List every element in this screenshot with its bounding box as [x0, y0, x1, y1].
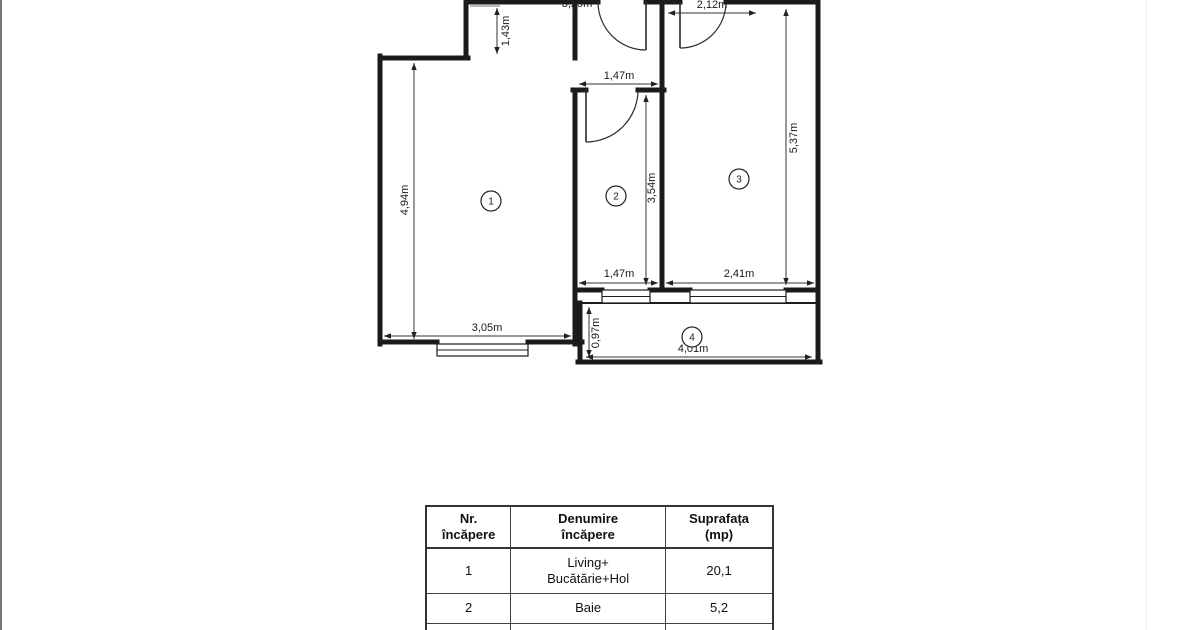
dim-hall-width: 1,47m [604, 70, 635, 82]
room-4-circle [681, 326, 703, 348]
room-markers: 1 2 3 4 [480, 168, 750, 348]
dim-room2-height: 3,54m [646, 173, 658, 204]
room-2-circle [605, 185, 627, 207]
table-row: 3 Dormitor 12,5 [425, 623, 774, 630]
dim-top-right: 2,12m [697, 0, 728, 11]
cell-area: 5,2 [665, 593, 774, 624]
windows [436, 289, 787, 357]
page-left-border [0, 0, 2, 630]
dim-notch-height: 1,43m [500, 16, 512, 47]
dimension-lines [384, 5, 814, 360]
header-name: Denumire încăpere [510, 505, 667, 549]
room-2-number: 2 [613, 192, 619, 203]
rooms-table: Nr. încăpere Denumire încăpere Suprafața… [425, 505, 774, 630]
page-right-border [1146, 0, 1147, 630]
header-nr: Nr. încăpere [425, 505, 512, 549]
dim-balcony-width: 4,01m [678, 343, 709, 355]
walls [377, 0, 823, 365]
room-1-number: 1 [488, 197, 494, 208]
dim-room2-width: 1,47m [604, 268, 635, 280]
entry-door-arc [597, 1, 647, 51]
dim-room3-width: 2,41m [724, 268, 755, 280]
cell-name: Baie [510, 593, 667, 624]
room-3-number: 3 [736, 175, 742, 186]
table-row: 1 Living+ Bucătărie+Hol 20,1 [425, 547, 774, 594]
dim-room1-height: 4,94m [399, 185, 411, 216]
cell-nr: 2 [425, 593, 512, 624]
cell-area: 20,1 [665, 547, 774, 594]
dim-top-partial: 3,29m [562, 0, 593, 10]
dimension-labels: 3,29m 2,12m 1,43m 1,47m 4,94m 3,54m 5,37… [399, 0, 800, 355]
room-1-circle [480, 190, 502, 212]
dim-room1-width: 3,05m [472, 322, 503, 334]
table-row: 2 Baie 5,2 [425, 593, 774, 624]
room-3-circle [728, 168, 750, 190]
cell-nr: 3 [425, 623, 512, 630]
header-area: Suprafața (mp) [665, 505, 774, 549]
room2-door-arc [585, 89, 639, 143]
doors [585, 1, 727, 143]
cell-nr: 1 [425, 547, 512, 594]
table-header-row: Nr. încăpere Denumire încăpere Suprafața… [425, 505, 774, 549]
dim-balcony-height: 0,97m [590, 318, 602, 349]
cell-name: Dormitor [510, 623, 667, 630]
cell-area: 12,5 [665, 623, 774, 630]
room-4-number: 4 [689, 333, 695, 344]
cell-name: Living+ Bucătărie+Hol [510, 547, 667, 594]
dim-room3-height: 5,37m [788, 123, 800, 154]
